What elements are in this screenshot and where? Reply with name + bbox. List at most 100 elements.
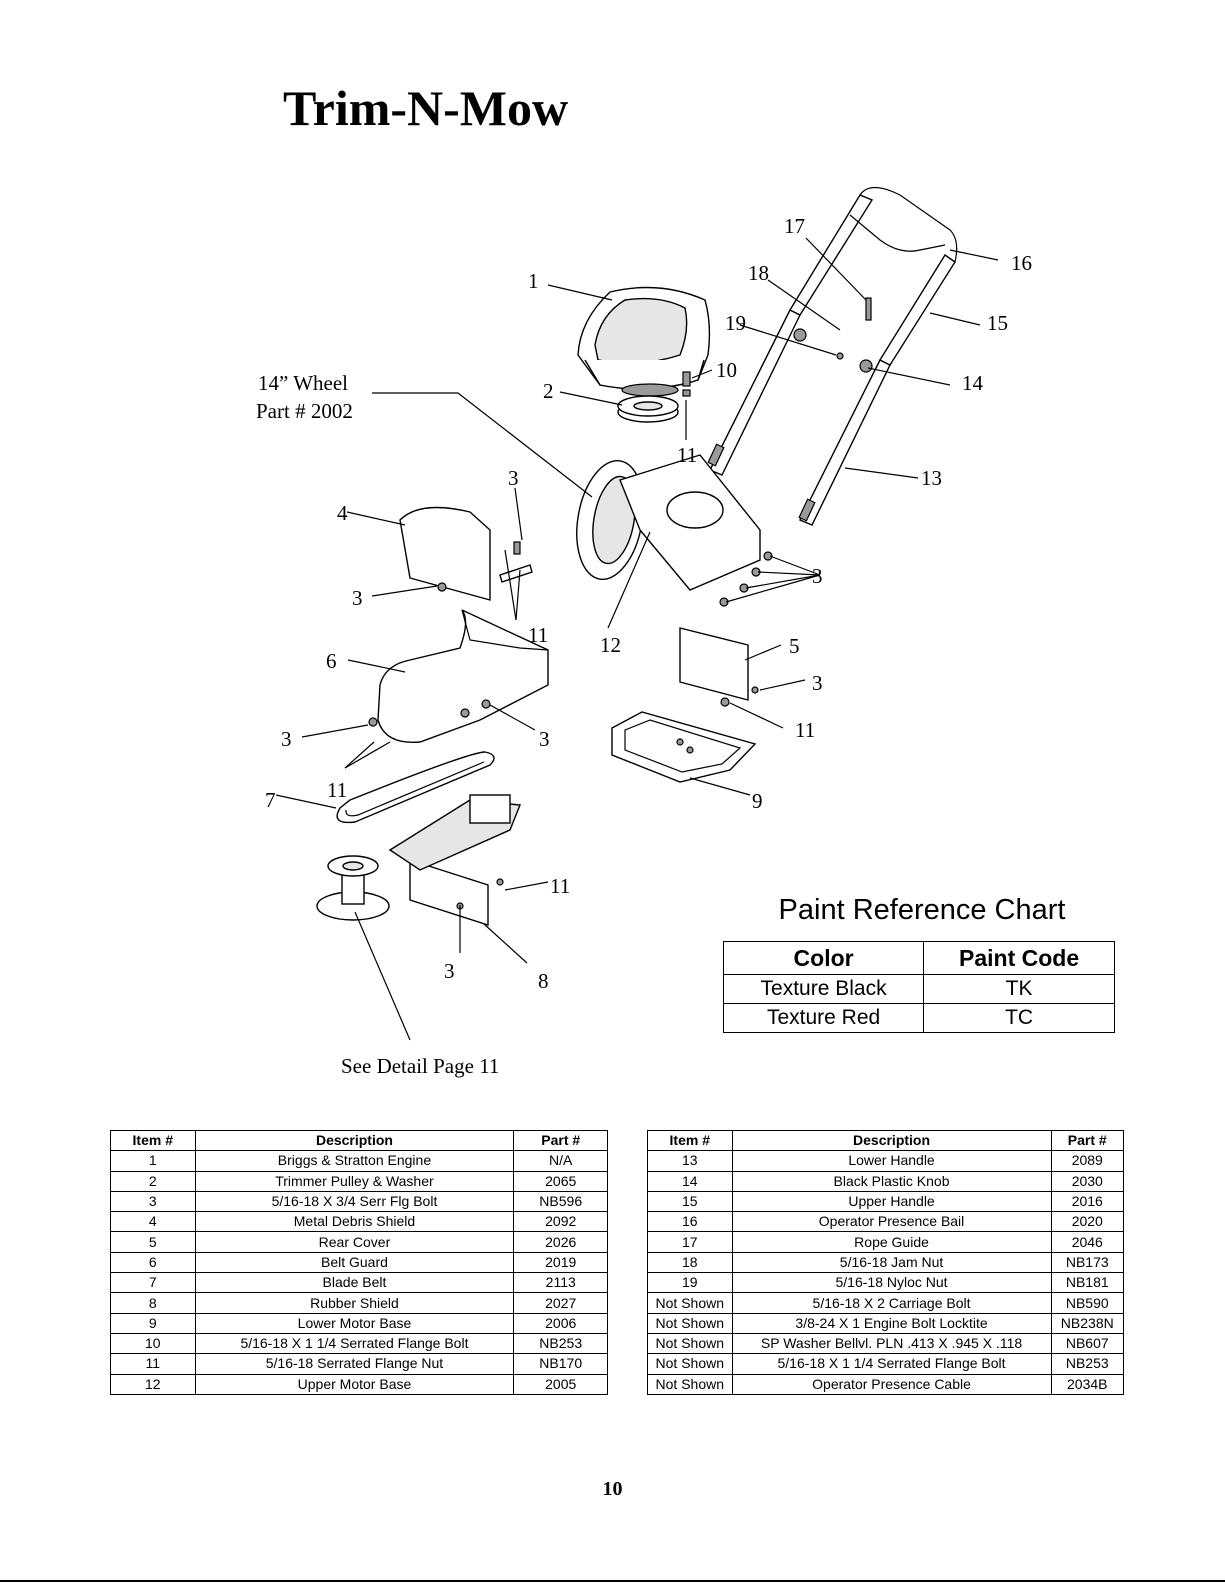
part-number: NB238N (1050, 1312, 1125, 1334)
page-number: 10 (602, 1478, 623, 1500)
item-number: 10 (110, 1332, 196, 1355)
wheel-callout-line2: Part # 2002 (256, 399, 353, 423)
callout-10: 10 (716, 358, 737, 382)
part-number: NB181 (1050, 1272, 1125, 1294)
item-number: 17 (647, 1231, 733, 1253)
exploded-parts-diagram: 1 2 3 3 3 3 3 3 3 4 5 6 7 8 9 10 11 11 1… (256, 186, 1032, 1078)
part-number: 2046 (1050, 1231, 1125, 1253)
rear-cover-part (679, 627, 759, 707)
leader-lines (275, 237, 999, 1041)
callout-3: 3 (352, 586, 363, 610)
handle-assembly-part (707, 186, 958, 526)
callout-11: 11 (677, 443, 697, 467)
callout-1: 1 (528, 269, 539, 293)
part-number: 2019 (513, 1251, 608, 1274)
part-number: NB170 (513, 1353, 608, 1375)
part-number: NB596 (513, 1190, 608, 1213)
part-number: NB253 (1050, 1353, 1125, 1375)
item-number: Not Shown (647, 1373, 733, 1395)
callout-3: 3 (508, 466, 519, 490)
callout-12: 12 (600, 633, 621, 657)
item-description: Lower Motor Base (194, 1312, 515, 1334)
callout-14: 14 (962, 371, 984, 395)
item-number: Not Shown (647, 1353, 733, 1375)
table-header-row: Item # Description Part # (110, 1129, 608, 1152)
item-description: 5/16-18 Serrated Flange Nut (194, 1353, 515, 1375)
item-description: Black Plastic Knob (731, 1170, 1052, 1192)
paint-color: Texture Red (722, 1003, 925, 1033)
table-header-row: Item # Description Part # (647, 1129, 1125, 1152)
column-header: Part # (513, 1129, 608, 1152)
table-row: Texture Red TC (722, 1003, 1115, 1033)
callout-15: 15 (987, 311, 1008, 335)
part-number: N/A (513, 1150, 608, 1172)
item-number: Not Shown (647, 1292, 733, 1314)
item-number: 1 (110, 1150, 196, 1172)
item-description: SP Washer Bellvl. PLN .413 X .945 X .118 (731, 1332, 1052, 1355)
lower-motor-base-part (611, 711, 757, 783)
item-number: 12 (110, 1373, 196, 1395)
upper-motor-base-part (576, 454, 773, 607)
item-number: 13 (647, 1150, 733, 1172)
item-description: 5/16-18 X 1 1/4 Serrated Flange Bolt (194, 1332, 515, 1355)
wheel-callout-line1: 14” Wheel (258, 371, 348, 395)
item-description: 5/16-18 X 3/4 Serr Flg Bolt (194, 1190, 515, 1213)
item-number: 9 (110, 1312, 196, 1334)
part-number: 2027 (513, 1292, 608, 1314)
item-number: 8 (110, 1292, 196, 1314)
column-header: Part # (1050, 1129, 1125, 1152)
item-description: Upper Motor Base (194, 1373, 515, 1395)
callout-2: 2 (543, 379, 554, 403)
metal-debris-shield-part (399, 506, 533, 601)
item-number: 14 (647, 1170, 733, 1192)
part-number: 2016 (1050, 1190, 1125, 1213)
callout-17: 17 (784, 214, 805, 238)
item-description: 5/16-18 X 2 Carriage Bolt (731, 1292, 1052, 1314)
engine-part (577, 286, 711, 397)
item-description: Operator Presence Cable (731, 1373, 1052, 1395)
item-number: 4 (110, 1211, 196, 1233)
callout-8: 8 (538, 969, 549, 993)
item-description: Briggs & Stratton Engine (194, 1150, 515, 1172)
item-number: 5 (110, 1231, 196, 1253)
callout-3: 3 (539, 727, 550, 751)
paint-code: TK (923, 974, 1115, 1004)
item-description: Metal Debris Shield (194, 1211, 515, 1233)
callout-16: 16 (1011, 251, 1032, 275)
paint-chart-title: Paint Reference Chart (778, 894, 1066, 926)
callout-9: 9 (752, 789, 763, 813)
part-number: NB590 (1050, 1292, 1125, 1314)
item-description: Operator Presence Bail (731, 1211, 1052, 1233)
part-number: 2089 (1050, 1150, 1125, 1172)
item-number: 3 (110, 1190, 196, 1213)
item-number: 6 (110, 1251, 196, 1274)
part-number: 2006 (513, 1312, 608, 1334)
callout-11: 11 (528, 623, 548, 647)
part-number: NB173 (1050, 1251, 1125, 1274)
item-number: 19 (647, 1272, 733, 1294)
item-description: Rear Cover (194, 1231, 515, 1253)
item-number: Not Shown (647, 1312, 733, 1334)
callout-11: 11 (795, 718, 815, 742)
detail-page-note: See Detail Page 11 (341, 1054, 499, 1078)
item-description: 5/16-18 Jam Nut (731, 1251, 1052, 1274)
item-number: 2 (110, 1170, 196, 1192)
callout-6: 6 (326, 649, 337, 673)
item-description: Upper Handle (731, 1190, 1052, 1213)
item-number: 11 (110, 1353, 196, 1375)
part-number: 2092 (513, 1211, 608, 1233)
